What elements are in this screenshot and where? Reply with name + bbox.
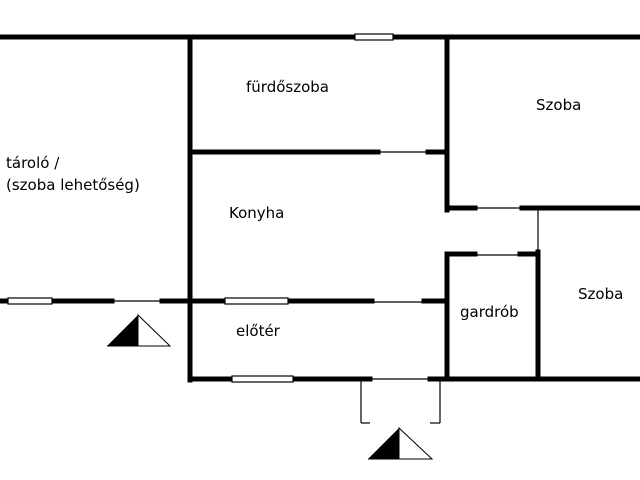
room-label-room-right: Szoba — [578, 285, 624, 303]
windows — [7, 33, 394, 383]
room-label-kitchen: Konyha — [229, 204, 285, 222]
room-label-bathroom: fürdőszoba — [246, 78, 329, 96]
door-openings — [112, 151, 539, 380]
room-label-storage-line1: tároló / — [6, 154, 60, 172]
room-label-wardrobe: gardrób — [460, 303, 519, 321]
room-label-hallway: előtér — [236, 322, 280, 340]
entrance-triangle-icon — [107, 313, 172, 347]
room-label-room-top: Szoba — [536, 96, 582, 114]
entrance-triangle-icon — [368, 426, 434, 460]
walls — [0, 34, 640, 383]
room-label-storage-line2: (szoba lehetőség) — [6, 176, 140, 194]
entrance-porch — [360, 379, 441, 424]
